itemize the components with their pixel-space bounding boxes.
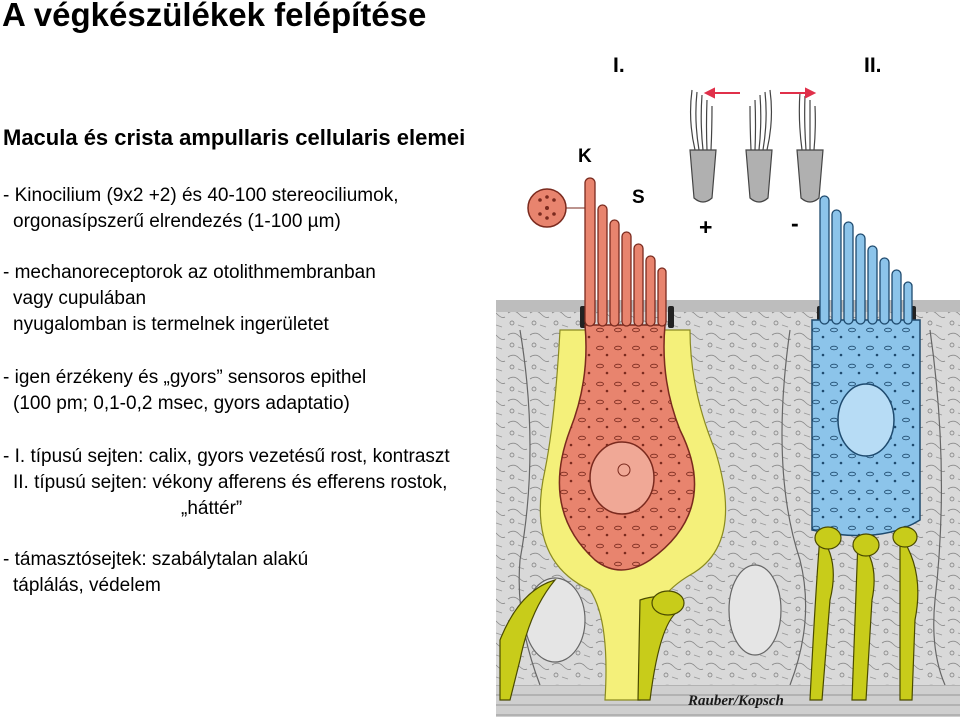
schematic-cell-1 (689, 149, 717, 203)
text-line: „háttér” (181, 498, 243, 519)
nerve-fibres (499, 526, 919, 701)
text-line: - I. típusú sejten: calix, gyors vezetés… (3, 446, 450, 467)
type2-label: II. (864, 54, 882, 77)
text-line: - támasztósejtek: szabálytalan alakú (3, 549, 309, 570)
slide-title: A végkészülékek felépítése (2, 0, 427, 33)
kinocilium-text: - Kinocilium (9x2 +2) és 40-100 stereoci… (3, 183, 398, 235)
deflection-schematic (689, 87, 824, 203)
figure-credit: Rauber/Kopsch (688, 693, 784, 709)
kinocilium-label: K (578, 146, 592, 167)
type1-stereocilia (584, 177, 667, 327)
text-line: II. típusú sejten: vékony afferens és ef… (13, 472, 448, 493)
support-cell-text: - támasztósejtek: szabálytalan alakú táp… (3, 547, 308, 599)
type1-label: I. (613, 54, 625, 77)
text-line: táplálás, védelem (13, 575, 161, 596)
text-line: orgonasípszerű elrendezés (1-100 µm) (13, 211, 341, 232)
type2-nucleus (837, 383, 895, 457)
plus-label: + (699, 214, 713, 240)
mechanoreceptor-text: - mechanoreceptorok az otolithmembranban… (3, 260, 376, 338)
text-line: - igen érzékeny és „gyors” sensoros epit… (3, 367, 367, 388)
schematic-cell-2 (745, 149, 773, 203)
type2-stereocilia (819, 195, 913, 325)
text-line: - Kinocilium (9x2 +2) és 40-100 stereoci… (3, 185, 399, 206)
epithel-text: - igen érzékeny és „gyors” sensoros epit… (3, 365, 366, 417)
slide-subtitle: Macula és crista ampullaris cellularis e… (3, 125, 466, 150)
minus-label: - (791, 210, 799, 236)
text-line: vagy cupulában (13, 288, 147, 309)
text-line: - mechanoreceptorok az otolithmembranban (3, 262, 376, 283)
cell-type-text: - I. típusú sejten: calix, gyors vezetés… (3, 444, 450, 522)
type1-nucleus (589, 441, 655, 515)
stereocilia-label: S (632, 187, 645, 208)
schematic-cell-3 (796, 149, 824, 203)
text-line: nyugalomban is termelnek ingerületet (13, 314, 329, 335)
text-line: (100 pm; 0,1-0,2 msec, gyors adaptatio) (13, 393, 350, 414)
basement-layer (496, 685, 960, 717)
